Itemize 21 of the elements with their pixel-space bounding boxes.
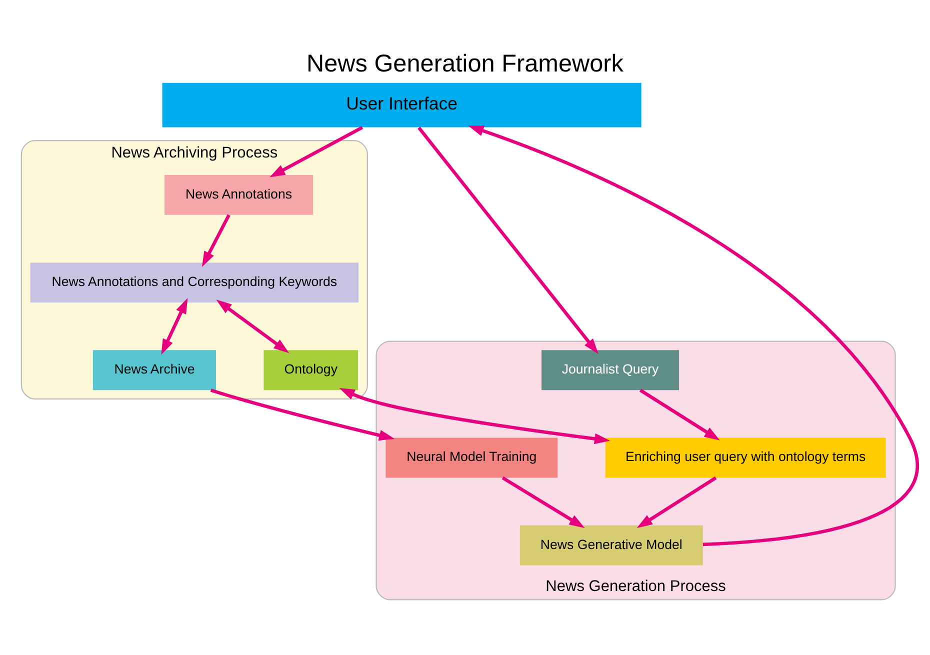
arrow [161, 298, 188, 354]
arrow [639, 388, 720, 440]
node-box: Ontology [264, 350, 358, 390]
arrow [270, 125, 364, 177]
arrow [468, 125, 918, 546]
node-box: News Annotations and Corresponding Keywords [30, 262, 359, 302]
diagram-title: News Generation Framework [306, 50, 624, 77]
arrow [502, 476, 585, 528]
arrow [202, 214, 230, 266]
arrow [210, 388, 395, 440]
node-box: News Archive [92, 350, 216, 390]
node-box: News Generative Model [520, 524, 703, 565]
node-box: Journalist Query [542, 350, 680, 390]
arrow [636, 476, 717, 528]
node-box: News Annotations [164, 174, 314, 214]
arrow [216, 299, 290, 353]
node-box: Enriching user query with ontology terms [605, 437, 886, 478]
arrow [339, 388, 610, 444]
node-box: Neural Model Training [386, 437, 558, 478]
node-box: User Interface [162, 82, 642, 127]
arrow [418, 126, 598, 354]
